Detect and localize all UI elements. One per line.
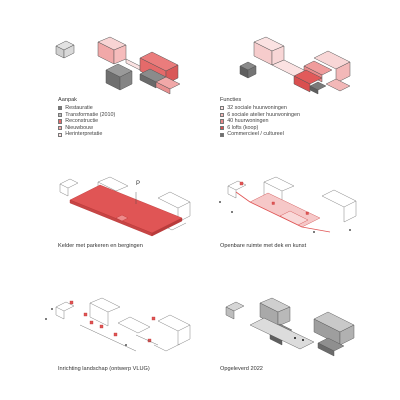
legend-swatch (58, 112, 63, 117)
openbaar-outline-upper (263, 176, 295, 192)
legend-label: 40 huurwoningen (227, 118, 269, 125)
openbaar-dot-1 (219, 201, 221, 203)
legend-label: Reconstructie (65, 118, 99, 125)
legend-item: 6 lofts (koop) (220, 125, 300, 132)
legend-label: 6 sociale atelier huurwoningen (227, 111, 301, 118)
landschap-tree-3 (89, 320, 94, 325)
legend-item: Transformatie (2010) (58, 112, 115, 119)
functies-diagram (239, 36, 351, 95)
openbaar-route (235, 191, 331, 233)
kelder-parking-marker: P (136, 181, 141, 187)
kelder-diagram (59, 176, 191, 237)
aanpak-diagram (55, 36, 181, 95)
openbaar-art-2 (271, 201, 275, 205)
legend-item: 6 sociale atelier huurwoningen (220, 112, 300, 119)
legend-swatch (220, 112, 225, 117)
legend-label: Herinterpretatie (65, 131, 103, 138)
landschap-tree-1 (69, 300, 74, 305)
legend-label: Commercieel / cultureel (227, 131, 284, 138)
landschap-outline-mid (117, 316, 151, 334)
opgeleverd-detail-1 (294, 337, 296, 339)
landschap-outline-small (55, 301, 75, 312)
legend-swatch (220, 106, 225, 111)
openbaar-art-1 (239, 181, 244, 186)
landschap-outline-front (153, 343, 181, 352)
kelder-outline-small (59, 178, 79, 189)
opgeleverd-detail-2 (302, 339, 304, 341)
functies-legend: 32 sociale huurwoningen 6 sociale atelie… (220, 105, 300, 138)
legend-label: Nieuwbouw (65, 124, 94, 131)
openbaar-title: Openbare ruimte met dek en kunst (220, 243, 307, 249)
openbaar-dot-2 (231, 211, 233, 213)
kelder-storage (115, 214, 129, 222)
legend-swatch (58, 119, 63, 124)
kelder-title: Kelder met parkeren en bergingen (58, 243, 143, 249)
legend-item: Commercieel / cultureel (220, 131, 300, 138)
legend-label: Restauratie (65, 105, 93, 111)
functies-title: Functies (220, 97, 242, 103)
openbaar-art-3 (305, 211, 309, 215)
landschap-path-1 (79, 324, 137, 352)
legend-item: 40 huurwoningen (220, 118, 300, 125)
landschap-path-2 (135, 334, 159, 346)
legend-swatch (220, 125, 225, 131)
openbaar-dot-4 (349, 229, 351, 231)
openbaar-deck (249, 192, 321, 228)
landschap-outline-right (157, 314, 191, 332)
kelder-outline-upper (97, 176, 129, 192)
landschap-tree-2 (83, 312, 88, 317)
landschap-tree-5 (113, 332, 118, 337)
landschap-tree-6 (151, 316, 156, 321)
legend-item: 32 sociale huurwoningen (220, 105, 300, 112)
landschap-diagram (45, 297, 191, 352)
opgeleverd-slab (249, 317, 315, 350)
aanpak-legend: Restauratie Transformatie (2010) Reconst… (58, 105, 115, 138)
opgeleverd-diagram (225, 297, 355, 357)
legend-item: Reconstructie (58, 118, 115, 125)
landschap-dot-3 (125, 344, 127, 346)
legend-item: Restauratie (58, 105, 115, 112)
aanpak-title: Aanpak (58, 97, 77, 103)
landschap-tree-4 (99, 324, 104, 329)
landschap-title: Inrichting landschap (ontwerp VLUG) (58, 366, 150, 372)
landschap-outline-upper (89, 297, 121, 313)
opgeleverd-title: Opgeleverd 2022 (220, 366, 263, 372)
openbaar-diagram (219, 176, 357, 233)
landschap-dot-2 (51, 308, 53, 310)
legend-label: 6 lofts (koop) (227, 124, 259, 131)
legend-swatch (220, 132, 225, 137)
landschap-dot-1 (45, 318, 47, 320)
legend-swatch (58, 125, 63, 131)
legend-swatch (220, 119, 225, 124)
aanpak-connector (125, 58, 141, 71)
legend-label: Transformatie (2010) (65, 111, 116, 118)
legend-label: 32 sociale huurwoningen (227, 105, 287, 111)
legend-item: Nieuwbouw (58, 125, 115, 132)
legend-swatch (58, 132, 63, 137)
kelder-outline-right (157, 191, 191, 209)
openbaar-dot-3 (313, 231, 315, 233)
openbaar-outline-right (321, 189, 357, 208)
functies-front-strip (325, 78, 351, 92)
legend-swatch (58, 106, 63, 111)
openbaar-outline-small (227, 180, 247, 191)
legend-item: Herinterpretatie (58, 131, 115, 138)
